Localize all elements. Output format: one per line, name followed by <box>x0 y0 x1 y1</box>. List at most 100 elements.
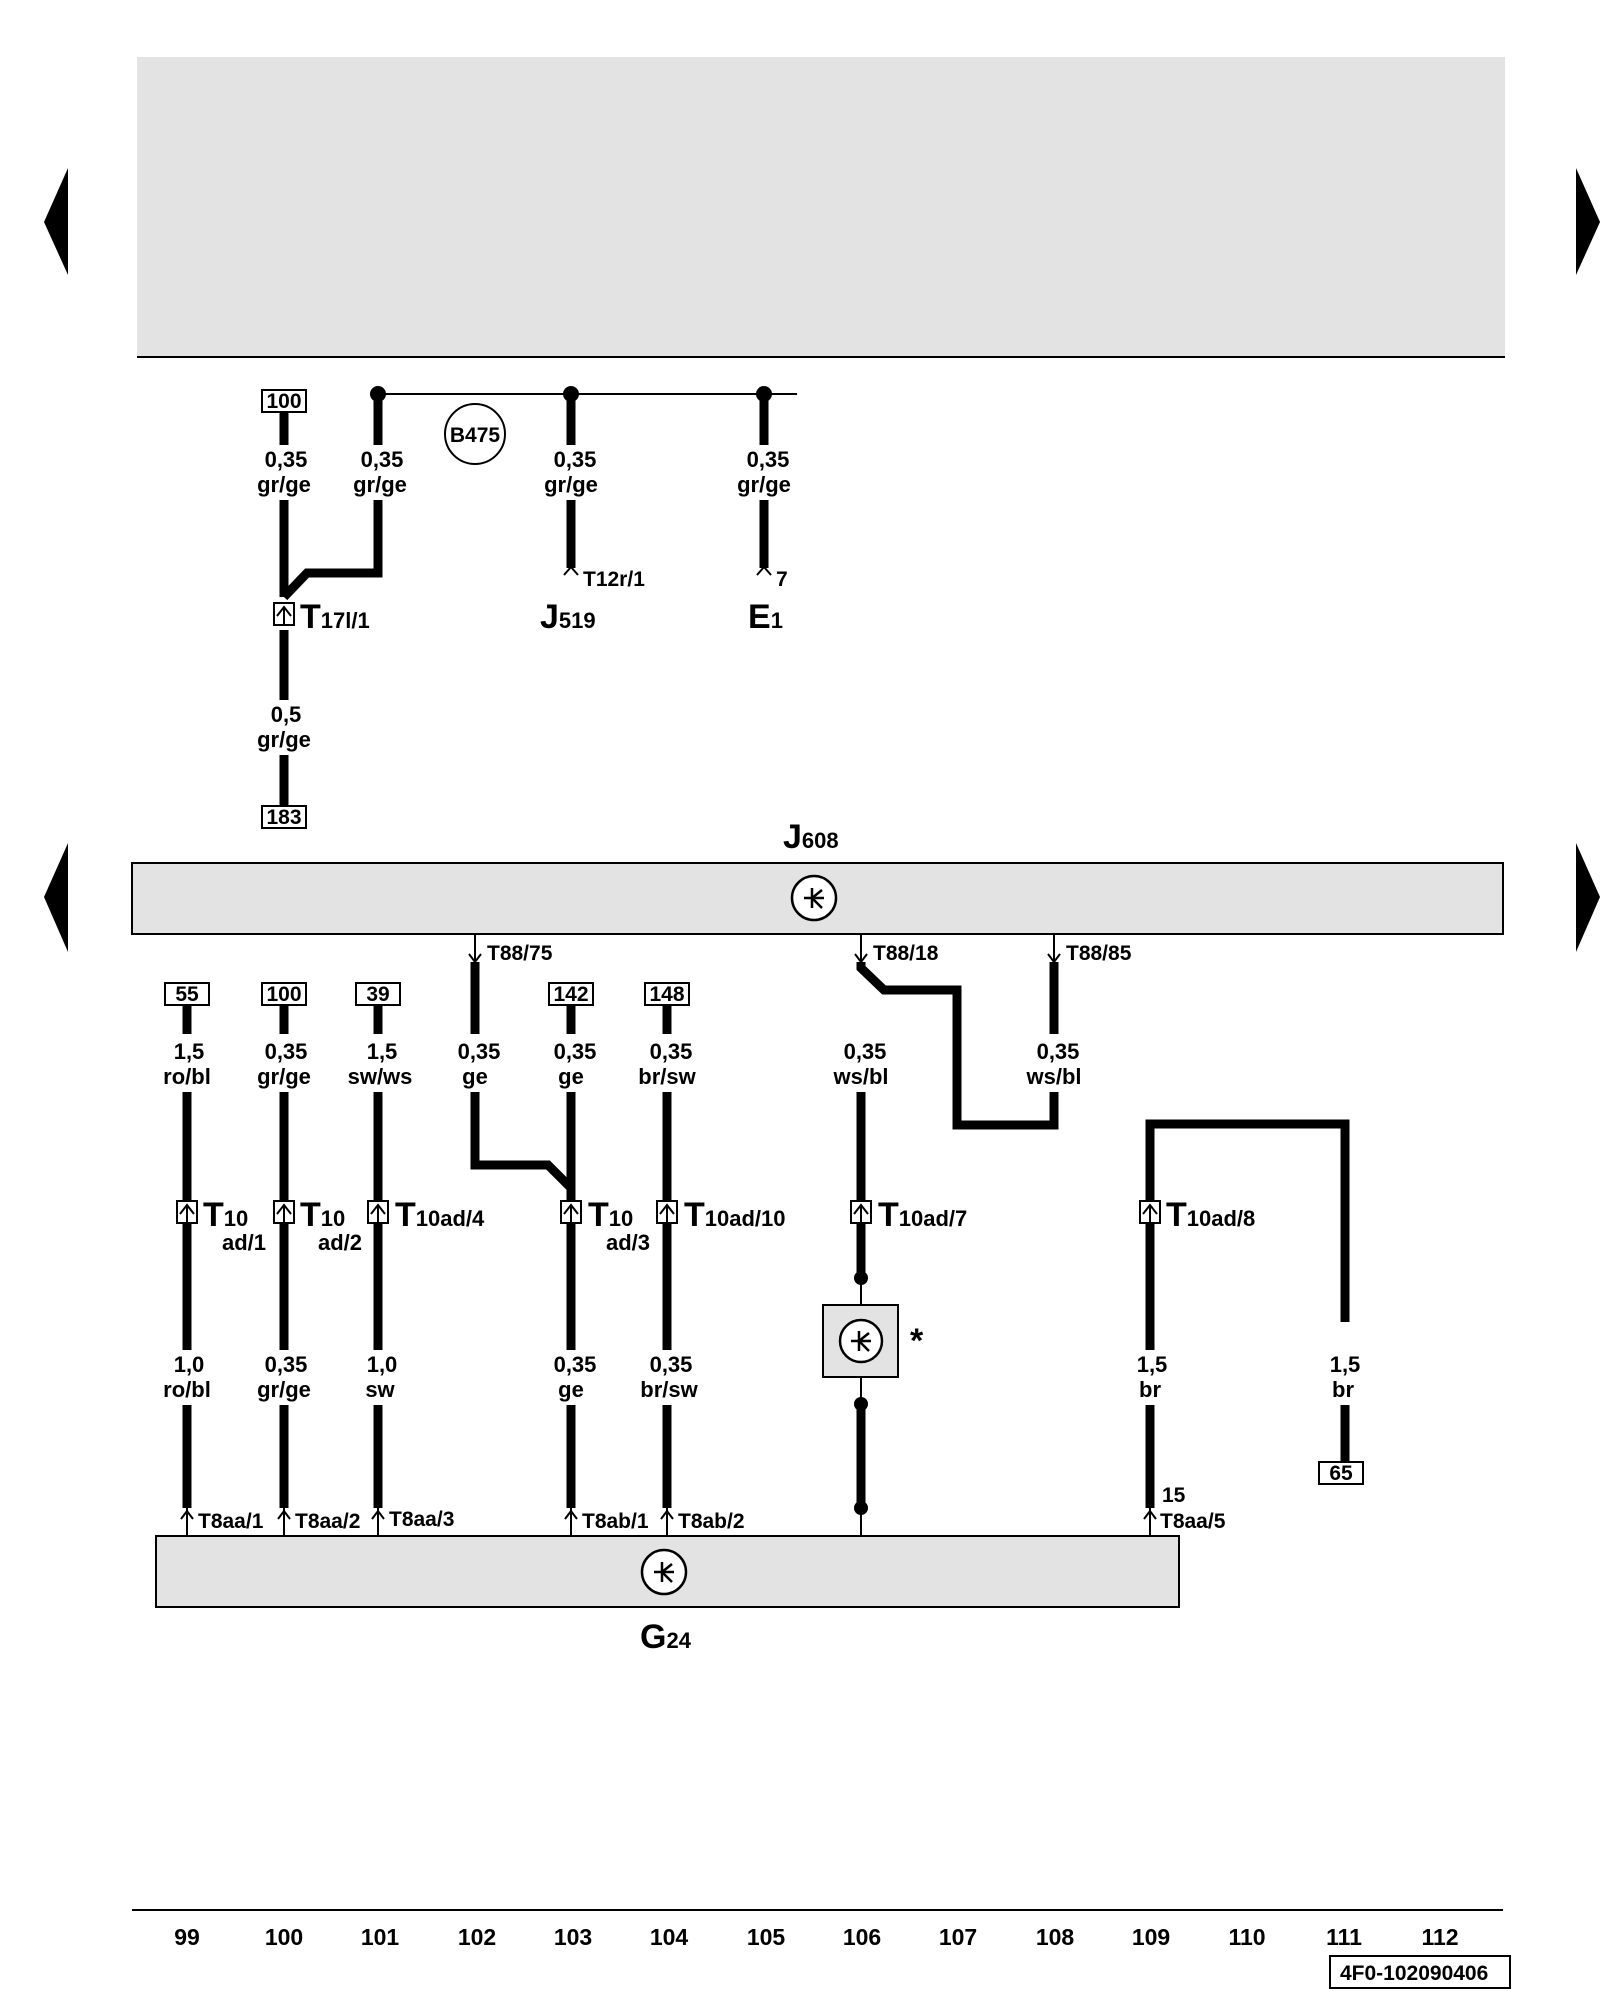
doc-id: 4F0-102090406 <box>1340 1962 1488 1985</box>
column-number: 111 <box>1326 1924 1362 1950</box>
wire-size: 0,35 <box>1037 1039 1080 1064</box>
nav-right-top-arrow-icon[interactable] <box>1576 168 1600 275</box>
wire-color: ge <box>558 1377 584 1402</box>
component-e1-label: E1 <box>748 598 783 636</box>
pin-label: T8aa/2 <box>295 1510 360 1533</box>
component-j519-label: J519 <box>540 598 596 636</box>
wire-size: 1,0 <box>367 1352 398 1377</box>
ground-point-b475 <box>444 403 506 465</box>
wire-size: 0,35 <box>747 447 790 472</box>
wire-size: 1,5 <box>1330 1352 1361 1377</box>
component-g24-label: G24 <box>640 1618 692 1656</box>
nav-right-mid-arrow-icon[interactable] <box>1576 843 1600 952</box>
wire-size: 0,5 <box>271 702 302 727</box>
connector-icon <box>1139 1200 1161 1224</box>
wire-size: 0,35 <box>844 1039 887 1064</box>
wire-color: ge <box>558 1064 584 1089</box>
column-number: 104 <box>650 1924 689 1950</box>
footer-columns: 99 100 101 102 103 104 105 106 107 108 1… <box>174 1924 1458 1950</box>
connector-icon <box>176 1200 198 1224</box>
ref-label: 148 <box>649 983 684 1006</box>
connector-icon <box>367 1200 389 1224</box>
ref-100-label: 100 <box>266 390 301 413</box>
column-number: 99 <box>174 1924 200 1950</box>
wire-size: 0,35 <box>554 447 597 472</box>
wire-color: br/sw <box>640 1377 698 1402</box>
column-number: 101 <box>361 1924 400 1950</box>
connector-icon <box>560 1200 582 1224</box>
connector-label: T10ad/7 <box>878 1196 967 1234</box>
wire-color: gr/ge <box>737 472 791 497</box>
wire-color: gr/ge <box>257 1064 311 1089</box>
wire-color: ro/bl <box>163 1064 211 1089</box>
connector-label: T10 <box>203 1196 248 1234</box>
pin-label: T8aa/1 <box>198 1510 264 1533</box>
column-number: 110 <box>1228 1924 1265 1950</box>
pin-label: T88/18 <box>873 942 939 965</box>
wire-color: gr/ge <box>544 472 598 497</box>
connector-label: T10 <box>588 1196 633 1234</box>
wire-size: 0,35 <box>361 447 404 472</box>
wire-color: ws/bl <box>1025 1064 1081 1089</box>
wire-color: gr/ge <box>257 727 311 752</box>
connector-label-line2: ad/3 <box>606 1230 650 1255</box>
ref-label: 39 <box>366 983 389 1006</box>
pin-label: 7 <box>776 568 788 591</box>
column-number: 108 <box>1036 1924 1075 1950</box>
ground-label: B475 <box>450 424 501 447</box>
connector-label: T10ad/8 <box>1166 1196 1255 1234</box>
connector-label-line2: ad/1 <box>222 1230 266 1255</box>
top-panel <box>137 57 1505 357</box>
column-number: 112 <box>1421 1924 1458 1950</box>
component-j608-label: J608 <box>783 818 839 856</box>
wire-color: sw/ws <box>348 1064 413 1089</box>
pin-label: T8aa/5 <box>1160 1510 1226 1533</box>
ref-label: 65 <box>1329 1462 1353 1485</box>
pin-label: 15 <box>1162 1484 1186 1507</box>
ref-box-100 <box>261 389 307 413</box>
asterisk-note: * <box>910 1322 924 1360</box>
wire-size: 1,0 <box>174 1352 205 1377</box>
pin-label: T8aa/3 <box>389 1508 454 1531</box>
column-number: 103 <box>554 1924 592 1950</box>
wire-size: 0,35 <box>554 1039 597 1064</box>
column-number: 109 <box>1132 1924 1170 1950</box>
column-number: 105 <box>747 1924 786 1950</box>
wire-color: br <box>1332 1377 1354 1402</box>
wire-size: 0,35 <box>265 447 308 472</box>
wire-color: br/sw <box>638 1064 696 1089</box>
pin-label: T88/75 <box>487 942 553 965</box>
column-number: 107 <box>939 1924 977 1950</box>
connector-icon <box>273 1200 295 1224</box>
wire-size: 1,5 <box>1137 1352 1168 1377</box>
wire-color: gr/ge <box>353 472 407 497</box>
doc-id-box <box>1329 1955 1511 1989</box>
wire-color: gr/ge <box>257 472 311 497</box>
pin-label: T8ab/2 <box>678 1510 745 1533</box>
column-number: 106 <box>843 1924 881 1950</box>
wire-color: sw <box>365 1377 395 1402</box>
connector-label-line2: ad/2 <box>318 1230 362 1255</box>
nav-left-top-arrow-icon[interactable] <box>44 168 68 275</box>
ref-label: 55 <box>175 983 199 1006</box>
ref-label: 100 <box>266 983 301 1006</box>
connector-label: T10ad/10 <box>684 1196 786 1234</box>
wire-size: 0,35 <box>458 1039 501 1064</box>
column-number: 100 <box>265 1924 303 1950</box>
wire-size: 0,35 <box>650 1039 693 1064</box>
connector-icon <box>656 1200 678 1224</box>
connector-label: T10 <box>300 1196 345 1234</box>
wire-color: br <box>1139 1377 1161 1402</box>
wire-size: 1,5 <box>174 1039 205 1064</box>
connector-t17l-label: T17l/1 <box>300 598 370 636</box>
nav-left-mid-arrow-icon[interactable] <box>44 843 68 952</box>
wire-size: 0,35 <box>554 1352 597 1377</box>
ref-label: 142 <box>553 983 588 1006</box>
column-number: 102 <box>458 1924 496 1950</box>
wire-size: 0,35 <box>650 1352 693 1377</box>
wire-size: 0,35 <box>265 1039 308 1064</box>
wire-color: ws/bl <box>832 1064 888 1089</box>
pin-label: T88/85 <box>1066 942 1132 965</box>
connector-label: T10ad/4 <box>395 1196 485 1234</box>
pin-label: T12r/1 <box>583 568 645 591</box>
